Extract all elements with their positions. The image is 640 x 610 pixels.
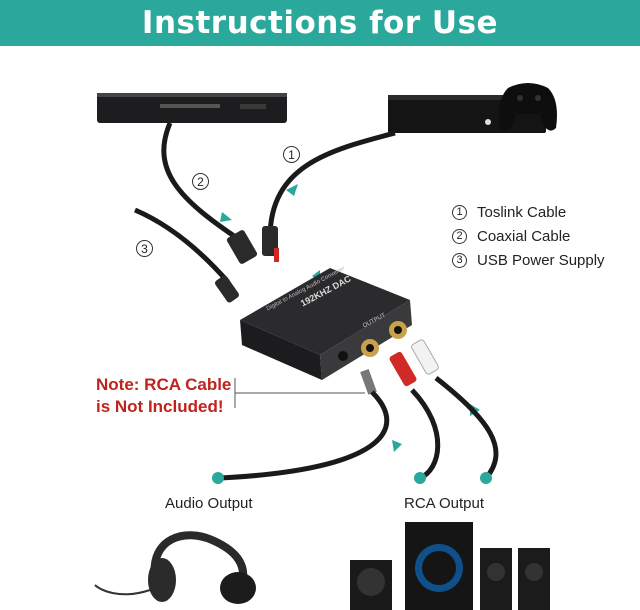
legend: 1 Toslink Cable 2 Coaxial Cable 3 USB Po… bbox=[452, 200, 605, 272]
page-title: Instructions for Use bbox=[141, 5, 499, 41]
toslink-cable bbox=[267, 130, 396, 239]
dac-device bbox=[240, 268, 412, 380]
marker-2: 2 bbox=[192, 173, 209, 190]
marker-1: 1 bbox=[283, 146, 300, 163]
dvd-player-icon bbox=[97, 93, 287, 123]
headphones-icon bbox=[94, 531, 256, 604]
legend-item-usb: 3 USB Power Supply bbox=[452, 248, 605, 272]
audio-output-label: Audio Output bbox=[165, 495, 253, 512]
speaker-system-icon bbox=[350, 522, 550, 610]
note-text: Note: RCA Cable is Not Included! bbox=[96, 375, 232, 416]
rca-plugs bbox=[389, 339, 439, 387]
marker-3: 3 bbox=[136, 240, 153, 257]
game-controller-icon bbox=[499, 83, 557, 131]
rca-output-label: RCA Output bbox=[404, 495, 485, 512]
legend-item-coaxial: 2 Coaxial Cable bbox=[452, 224, 605, 248]
coaxial-cable bbox=[161, 122, 242, 243]
header-banner: Instructions for Use bbox=[0, 0, 640, 46]
legend-item-toslink: 1 Toslink Cable bbox=[452, 200, 605, 224]
usb-cable bbox=[134, 207, 230, 284]
